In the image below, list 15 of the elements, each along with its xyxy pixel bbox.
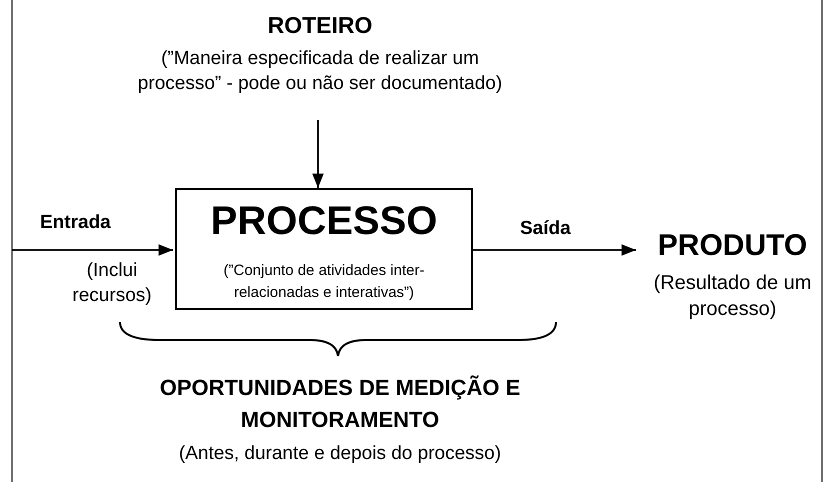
node-description: (Antes, durante e depois do processo) bbox=[178, 442, 502, 466]
arrow bbox=[312, 120, 324, 188]
node-description: (”Conjunto de atividades inter-relacionadas e interativas”) bbox=[222, 261, 426, 303]
node-title: ROTEIRO bbox=[268, 14, 372, 36]
node-description: (Resultado de um processo) bbox=[652, 271, 812, 322]
process-box bbox=[175, 188, 473, 310]
node-description: (”Maneira especificada de realizar um processo” - pode ou não ser documentado) bbox=[136, 47, 504, 96]
arrow bbox=[12, 244, 173, 256]
arrow bbox=[473, 244, 636, 256]
node-title: OPORTUNIDADES DE MEDIÇÃO E MONITORAMENTO bbox=[158, 374, 522, 434]
edge-label: Entrada bbox=[40, 212, 111, 234]
node-title: PROCESSO bbox=[210, 198, 438, 245]
node-title: PRODUTO bbox=[658, 228, 808, 264]
note-text: (Inclui recursos) bbox=[71, 259, 153, 308]
edge-label: Saída bbox=[520, 218, 571, 240]
